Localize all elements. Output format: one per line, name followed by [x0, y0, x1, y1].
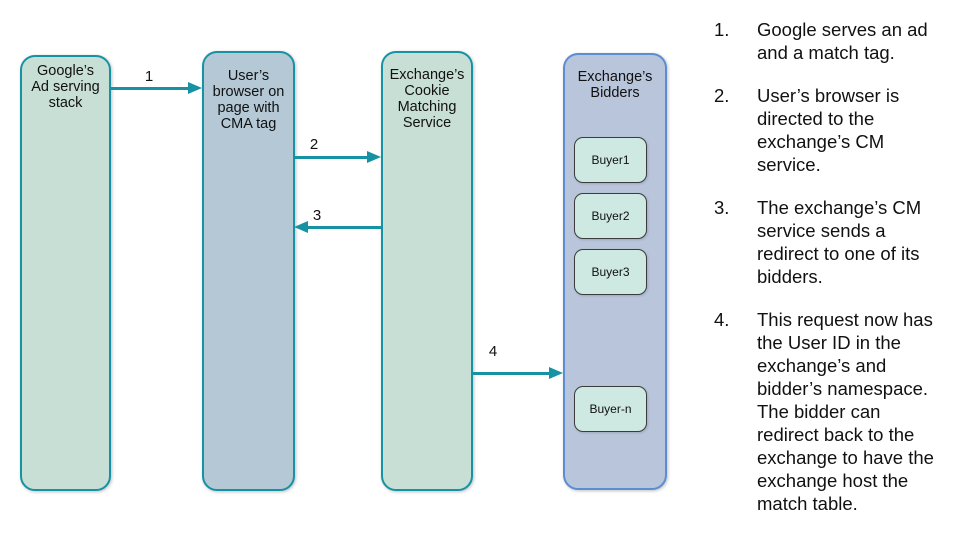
- buyer-label: Buyer-n: [589, 402, 632, 416]
- steps-list: 1. Google serves an ad and a match tag. …: [714, 18, 946, 535]
- step-text: Google serves an ad and a match tag.: [757, 19, 928, 63]
- step-item-1: 1. Google serves an ad and a match tag.: [714, 18, 946, 64]
- step-text: The exchange’s CM service sends a redire…: [757, 197, 922, 287]
- arrow-step-2: [295, 151, 381, 163]
- arrowhead-right-icon: [188, 82, 202, 94]
- buyer-label: Buyer2: [591, 209, 630, 223]
- arrowhead-left-icon: [294, 221, 308, 233]
- arrow-label-4: 4: [488, 343, 498, 360]
- buyer-box-2: Buyer2: [574, 193, 647, 239]
- arrowhead-right-icon: [367, 151, 381, 163]
- arrow-step-1: [111, 82, 202, 94]
- step-number: 3.: [714, 197, 730, 218]
- arrow-shaft: [295, 155, 370, 159]
- arrow-label-3: 3: [312, 207, 322, 224]
- step-text: This request now has the User ID in the …: [757, 309, 934, 514]
- arrow-step-3: [294, 221, 381, 233]
- buyer-label: Buyer3: [591, 265, 630, 279]
- step-text: User’s browser is directed to the exchan…: [757, 85, 900, 175]
- arrow-shaft: [305, 225, 381, 229]
- step-item-3: 3. The exchange’s CM service sends a red…: [714, 196, 946, 288]
- arrow-shaft: [111, 86, 191, 90]
- step-number: 2.: [714, 85, 730, 106]
- arrow-label-2: 2: [309, 136, 319, 153]
- buyer-box-n: Buyer-n: [574, 386, 647, 432]
- buyer-box-3: Buyer3: [574, 249, 647, 295]
- buyer-label: Buyer1: [591, 153, 630, 167]
- step-number: 1.: [714, 19, 730, 40]
- buyer-box-1: Buyer1: [574, 137, 647, 183]
- step-item-4: 4. This request now has the User ID in t…: [714, 308, 946, 515]
- arrow-shaft: [473, 371, 552, 375]
- step-number: 4.: [714, 309, 730, 330]
- arrowhead-right-icon: [549, 367, 563, 379]
- arrow-label-1: 1: [144, 68, 154, 85]
- step-item-2: 2. User’s browser is directed to the exc…: [714, 84, 946, 176]
- arrow-step-4: [473, 367, 563, 379]
